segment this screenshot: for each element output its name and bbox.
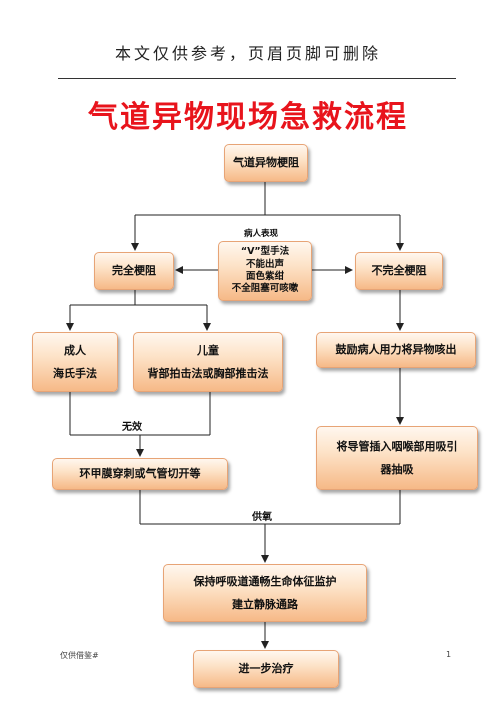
box-child: 儿童 背部拍击法或胸部推击法 [133,332,283,392]
symptom-v-sign: “V”型手法 [240,246,290,258]
label-suction-line1: 将导管插入咽喉部用吸引 [336,439,458,453]
label-suction-line2: 器抽吸 [380,463,414,476]
label-invalid: 无效 [122,422,142,433]
label-heimlich: 海氏手法 [53,367,97,380]
label-oxygen: 供氧 [252,512,272,523]
label-back-blows: 背部拍击法或胸部推击法 [147,367,269,380]
page-title: 气道异物现场急救流程 [88,100,408,135]
box-symptoms: “V”型手法 不能出声 面色紫绀 不全阻塞可咳嗽 [218,241,312,301]
box-incomplete-obstruction: 不完全梗阻 [355,252,443,290]
label-further-treatment: 进一步治疗 [238,661,294,675]
label-complete-obstruction: 完全梗阻 [112,263,156,277]
label-maintain-line2: 建立静脉通路 [232,598,298,611]
header-rule [58,78,456,79]
page-number: 1 [446,650,452,659]
symptom-cyanosis: 面色紫绀 [245,271,284,282]
label-maintain-line1: 保持呼吸道通畅生命体征监护 [193,574,337,588]
box-further-treatment: 进一步治疗 [193,650,339,688]
box-complete-obstruction: 完全梗阻 [94,252,174,290]
box-cricothyroid: 环甲膜穿刺或气管切开等 [52,458,228,490]
symptom-no-voice: 不能出声 [245,258,284,270]
label-incomplete-obstruction: 不完全梗阻 [371,263,427,277]
label-encourage-cough: 鼓励病人用力将异物咳出 [335,342,457,356]
label-airway-obstruction: 气道异物梗阻 [233,155,299,169]
box-maintain-airway: 保持呼吸道通畅生命体征监护 建立静脉通路 [163,564,367,622]
label-cricothyroid: 环甲膜穿刺或气管切开等 [79,466,201,480]
footer-left: 仅供借鉴# [60,651,99,660]
label-symptoms: 病人表现 [244,229,279,239]
box-airway-obstruction: 气道异物梗阻 [224,144,308,182]
box-suction: 将导管插入咽喉部用吸引 器抽吸 [316,426,478,490]
header-note: 本文仅供参考，页眉页脚可删除 [114,44,381,63]
box-adult: 成人 海氏手法 [32,332,118,392]
box-encourage-cough: 鼓励病人用力将异物咳出 [316,332,476,368]
symptom-cough: 不全阻塞可咳嗽 [231,283,299,295]
label-adult: 成人 [64,343,86,357]
label-child: 儿童 [197,343,219,357]
